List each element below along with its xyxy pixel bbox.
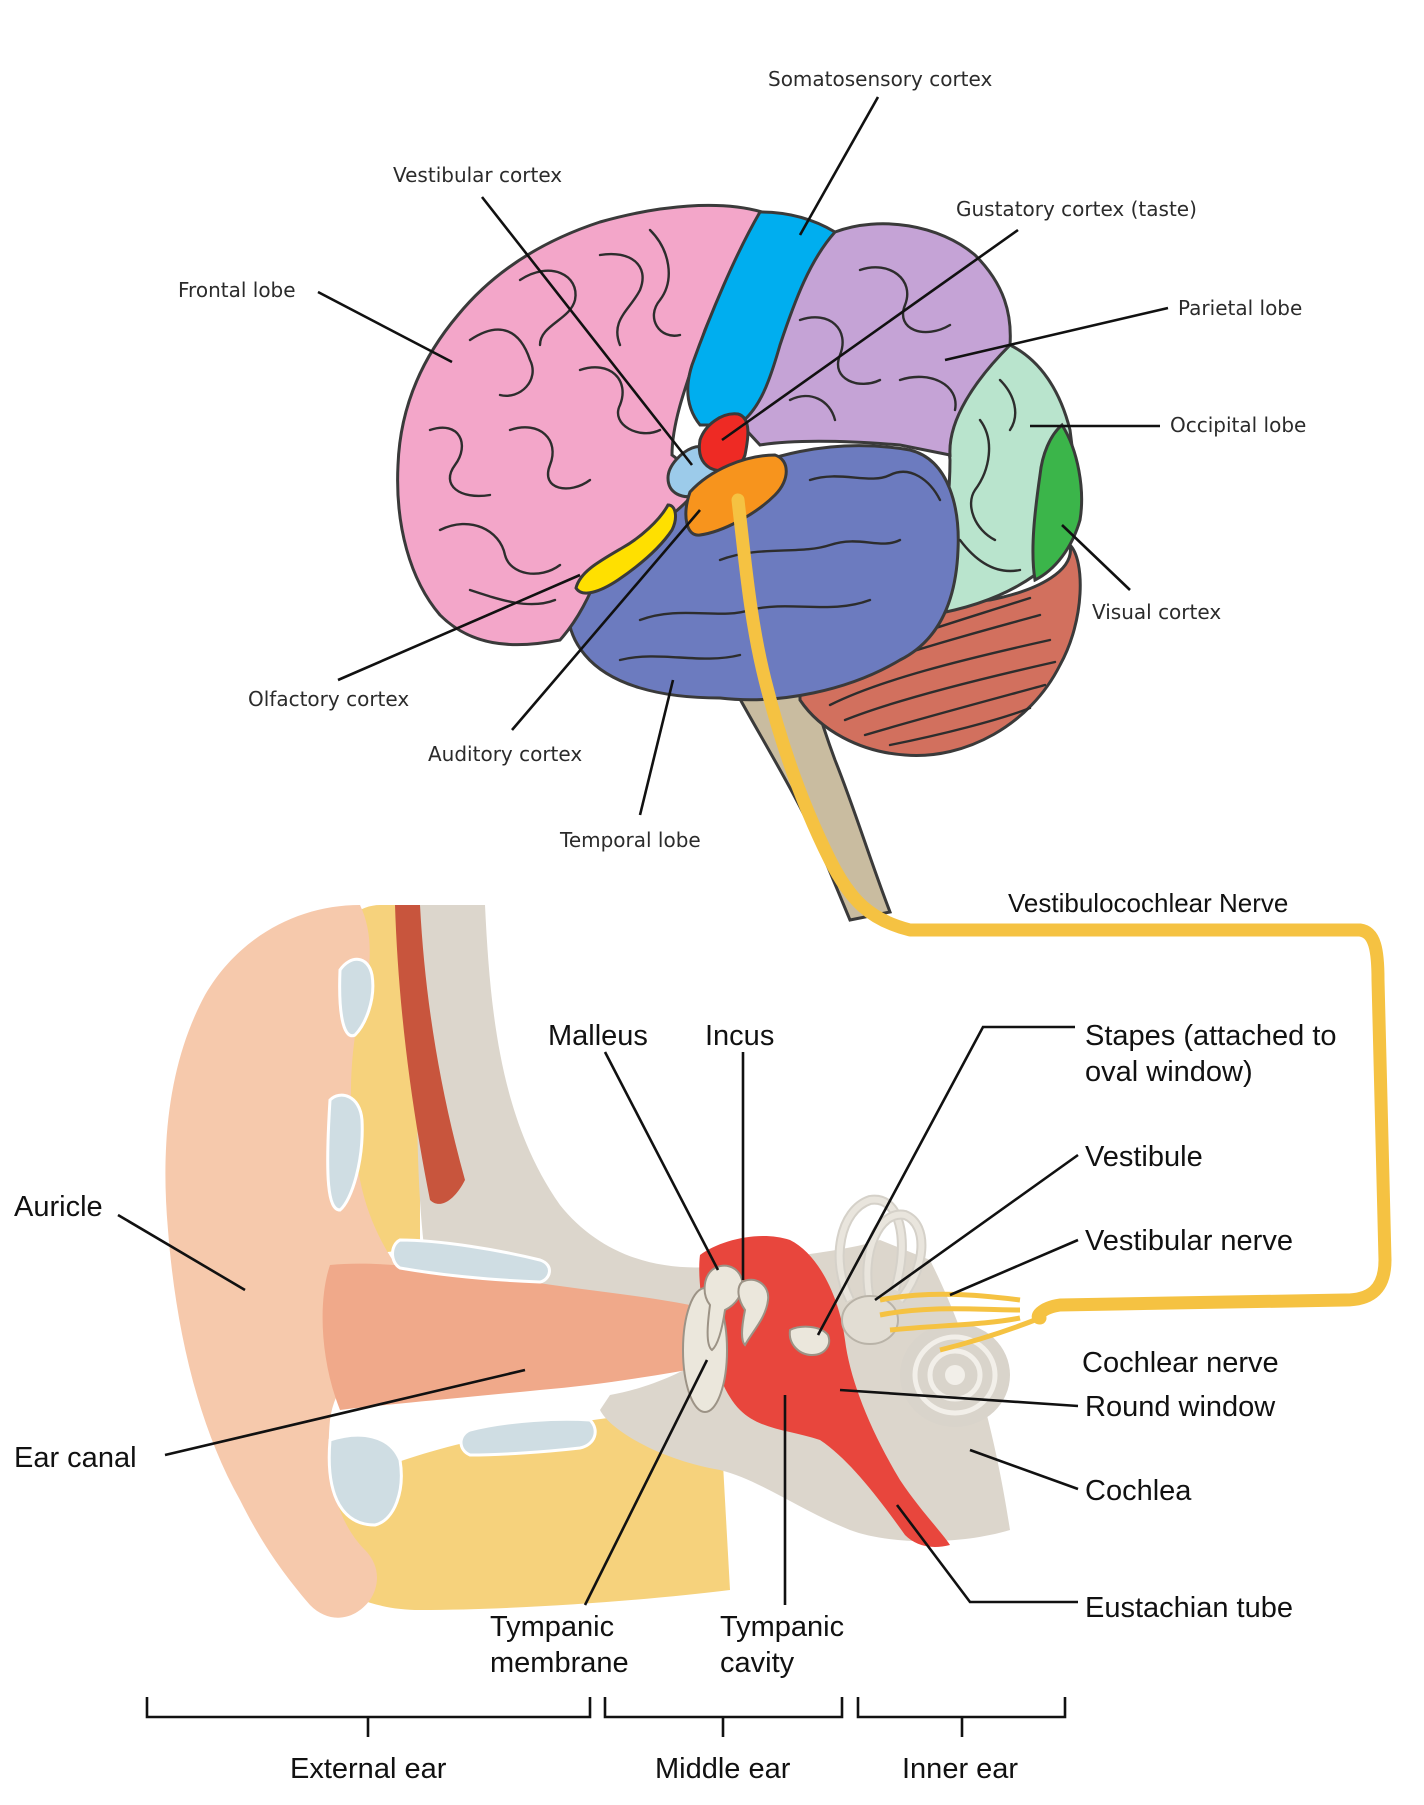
- somatosensory-cortex: [686, 210, 838, 427]
- leader-somatosensory: [798, 96, 880, 236]
- leader-ear-canal: [164, 1368, 526, 1457]
- ear: [165, 905, 1041, 1618]
- bracket-middle-ear: [603, 1697, 844, 1719]
- cartilage: [326, 957, 597, 1527]
- leader-tympanic-membrane: [583, 1359, 709, 1606]
- leader-malleus: [603, 1051, 720, 1271]
- label-gustatory: Gustatory cortex (taste): [956, 197, 1197, 221]
- label-round-window: Round window: [1085, 1391, 1276, 1423]
- label-stapes-2: oval window): [1085, 1056, 1253, 1088]
- label-tympanic-cavity-2: cavity: [720, 1647, 795, 1679]
- leader-gustatory: [721, 228, 1019, 442]
- label-middle-ear: Middle ear: [655, 1753, 791, 1785]
- label-vestibulocochlear-nerve: Vestibulocochlear Nerve: [1008, 888, 1288, 918]
- visual-cortex: [1031, 422, 1084, 583]
- vestibule: [841, 1295, 899, 1345]
- label-olfactory: Olfactory cortex: [248, 687, 409, 711]
- leader-eustachian: [895, 1504, 1078, 1604]
- label-incus: Incus: [705, 1020, 774, 1052]
- leader-vestibular-cortex: [480, 196, 694, 466]
- ear-canal: [322, 1263, 715, 1410]
- label-auditory: Auditory cortex: [428, 742, 582, 766]
- leader-visual: [1061, 524, 1131, 591]
- label-occipital: Occipital lobe: [1170, 413, 1306, 437]
- label-malleus: Malleus: [548, 1020, 648, 1052]
- incus: [737, 1278, 770, 1347]
- label-auricle: Auricle: [14, 1191, 103, 1223]
- label-cochlear-nerve: Cochlear nerve: [1082, 1347, 1279, 1379]
- olfactory-cortex: [574, 503, 677, 595]
- brain: [396, 203, 1084, 922]
- brain-labels: Somatosensory cortex Vestibular cortex G…: [178, 67, 1306, 852]
- ear-fat-lower: [315, 1410, 730, 1610]
- malleus: [703, 1264, 744, 1352]
- leader-parietal: [944, 306, 1169, 362]
- leader-olfactory: [337, 573, 581, 682]
- label-external-ear: External ear: [290, 1753, 447, 1785]
- cochlea: [900, 1323, 1010, 1427]
- label-eustachian-tube: Eustachian tube: [1085, 1592, 1293, 1624]
- temporal-bone: [417, 905, 1010, 1542]
- ear-leader-lines: [117, 1025, 1079, 1606]
- label-parietal: Parietal lobe: [1178, 296, 1302, 320]
- ossicles: [703, 1264, 831, 1357]
- leader-temporal: [638, 679, 675, 816]
- label-somatosensory: Somatosensory cortex: [768, 67, 992, 91]
- leader-cochlea: [969, 1448, 1079, 1491]
- label-tympanic-membrane-2: membrane: [490, 1647, 629, 1679]
- label-inner-ear: Inner ear: [902, 1753, 1018, 1785]
- label-visual: Visual cortex: [1092, 600, 1221, 624]
- label-vestibular-cortex: Vestibular cortex: [393, 163, 562, 187]
- leader-vestibule: [874, 1153, 1079, 1302]
- brain-gyri: [428, 228, 1022, 662]
- section-brackets: [145, 1697, 1067, 1737]
- leader-auditory: [511, 509, 701, 731]
- bracket-inner-ear: [856, 1697, 1067, 1719]
- gustatory-cortex: [697, 412, 750, 473]
- ear-muscle: [395, 905, 465, 1204]
- label-cochlea: Cochlea: [1085, 1475, 1192, 1507]
- label-temporal: Temporal lobe: [559, 828, 701, 852]
- ear-labels: Vestibulocochlear Nerve Malleus Incus St…: [14, 888, 1337, 1785]
- brain-leader-lines: [317, 96, 1169, 816]
- label-frontal: Frontal lobe: [178, 278, 296, 302]
- bracket-external-ear: [145, 1697, 592, 1719]
- vestibulocochlear-nerve: [731, 493, 1392, 1325]
- leader-auricle: [117, 1213, 246, 1292]
- leader-vestibular-nerve: [949, 1238, 1079, 1297]
- label-stapes-1: Stapes (attached to: [1085, 1020, 1337, 1052]
- label-ear-canal: Ear canal: [14, 1442, 137, 1474]
- leader-frontal: [317, 290, 453, 364]
- label-vestibular-nerve: Vestibular nerve: [1085, 1225, 1293, 1257]
- frontal-lobe: [396, 203, 765, 647]
- leader-stapes: [816, 1025, 1075, 1336]
- label-vestibule: Vestibule: [1085, 1141, 1203, 1173]
- label-tympanic-membrane-1: Tympanic: [490, 1611, 614, 1643]
- label-tympanic-cavity-1: Tympanic: [720, 1611, 844, 1643]
- leader-round-window: [839, 1388, 1079, 1408]
